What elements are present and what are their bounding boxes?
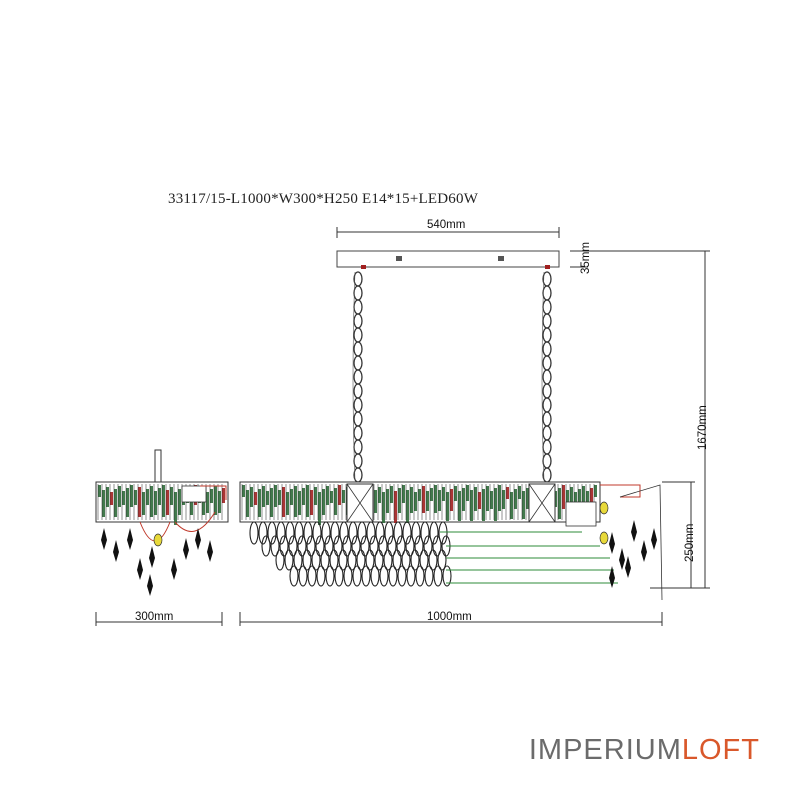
total-height-label: 1670mm [697, 405, 709, 450]
front-width-label: 1000mm [427, 611, 472, 623]
brand-part-loft: LOFT [681, 734, 760, 766]
dimension-lines [95, 227, 710, 626]
left-chain [352, 271, 363, 483]
front-view [239, 481, 663, 601]
side-width-label: 300mm [135, 611, 174, 623]
canopy [336, 250, 560, 269]
side-view [95, 449, 229, 596]
canopy-height-label: 35mm [580, 242, 592, 274]
right-chain [541, 271, 552, 483]
brand-part-imperium: IMPERIUM [528, 734, 682, 766]
body-height-label: 250mm [684, 523, 696, 562]
canopy-width-label: 540mm [427, 219, 466, 231]
model-title: 33117/15-L1000*W300*H250 E14*15+LED60W [168, 191, 479, 207]
brand-logo: IMPERIUMLOFT [529, 734, 760, 767]
